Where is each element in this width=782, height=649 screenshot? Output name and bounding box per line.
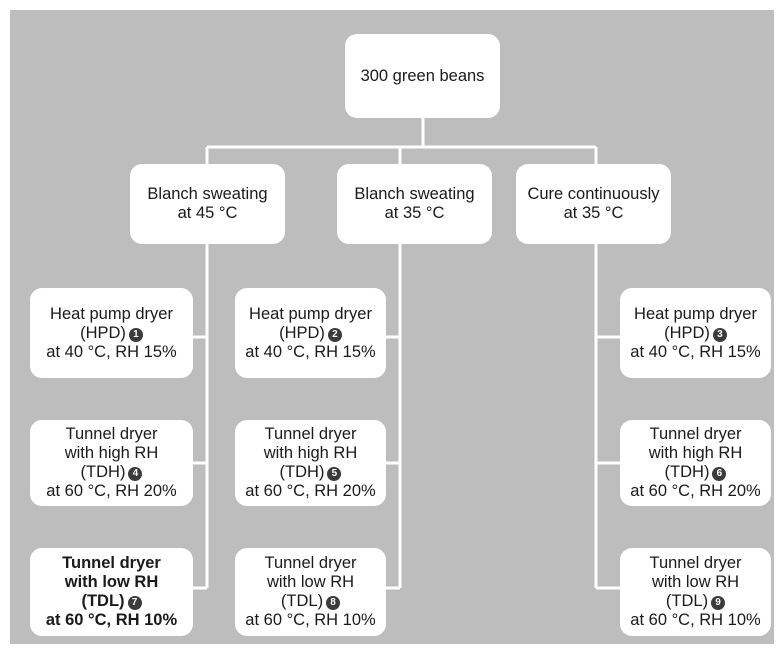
treatment-line: at 35 °C <box>384 204 445 222</box>
dryer-node-5: Tunnel dryer with high RH (TDH)5 at 60 °… <box>235 420 386 506</box>
dryer-line: (HPD) <box>279 323 325 342</box>
number-badge-icon: 6 <box>712 467 727 481</box>
dryer-line: Tunnel dryer <box>264 425 357 443</box>
number-badge-icon: 4 <box>128 467 143 481</box>
treatment-line: at 35 °C <box>563 204 624 222</box>
dryer-node-6: Tunnel dryer with high RH (TDH)6 at 60 °… <box>620 420 771 506</box>
treatment-line: at 45 °C <box>177 204 238 222</box>
dryer-line: with low RH <box>266 573 355 591</box>
dryer-node-3: Heat pump dryer (HPD)3 at 40 °C, RH 15% <box>620 288 771 378</box>
dryer-line: at 40 °C, RH 15% <box>46 342 177 361</box>
dryer-line: (TDH) <box>80 463 126 481</box>
dryer-line: (TDH) <box>664 463 710 481</box>
dryer-node-7: Tunnel dryer with low RH (TDL)7 at 60 °C… <box>30 548 193 636</box>
treatment-node-3: Cure continuously at 35 °C <box>516 164 671 244</box>
root-node: 300 green beans <box>345 34 500 118</box>
number-badge-icon: 2 <box>327 327 342 342</box>
dryer-line: at 60 °C, RH 10% <box>630 611 761 629</box>
dryer-line: at 60 °C, RH 10% <box>45 611 178 629</box>
dryer-line: at 60 °C, RH 10% <box>245 611 376 629</box>
number-badge-icon: 3 <box>712 327 727 342</box>
treatment-line: Blanch sweating <box>147 185 268 203</box>
dryer-line: with high RH <box>64 444 159 462</box>
dryer-node-2: Heat pump dryer (HPD)2 at 40 °C, RH 15% <box>235 288 386 378</box>
dryer-line: (HPD) <box>80 323 126 342</box>
root-label: 300 green beans <box>360 66 485 85</box>
dryer-line: at 40 °C, RH 15% <box>245 342 376 361</box>
dryer-line: Heat pump dryer <box>249 304 372 323</box>
dryer-line: at 60 °C, RH 20% <box>630 482 761 500</box>
dryer-node-9: Tunnel dryer with low RH (TDL)9 at 60 °C… <box>620 548 771 636</box>
number-badge-icon: 5 <box>327 467 342 481</box>
dryer-line: Heat pump dryer <box>50 304 173 323</box>
dryer-line: Tunnel dryer <box>264 554 357 572</box>
dryer-node-1: Heat pump dryer (HPD)1 at 40 °C, RH 15% <box>30 288 193 378</box>
dryer-line: at 40 °C, RH 15% <box>630 342 761 361</box>
treatment-node-1: Blanch sweating at 45 °C <box>130 164 285 244</box>
dryer-line: with low RH <box>651 573 740 591</box>
dryer-line: Tunnel dryer <box>65 425 158 443</box>
number-badge-icon: 9 <box>711 596 726 610</box>
dryer-line: with high RH <box>263 444 358 462</box>
dryer-line: Tunnel dryer <box>649 554 742 572</box>
dryer-line: Tunnel dryer <box>649 425 742 443</box>
dryer-line: (TDH) <box>279 463 325 481</box>
number-badge-icon: 7 <box>127 596 142 610</box>
dryer-line: (TDL) <box>81 592 125 610</box>
treatment-line: Cure continuously <box>527 185 660 203</box>
dryer-line: Heat pump dryer <box>634 304 757 323</box>
dryer-node-4: Tunnel dryer with high RH (TDH)4 at 60 °… <box>30 420 193 506</box>
dryer-line: with high RH <box>648 444 743 462</box>
treatment-node-2: Blanch sweating at 35 °C <box>337 164 492 244</box>
number-badge-icon: 8 <box>326 596 341 610</box>
dryer-line: at 60 °C, RH 20% <box>245 482 376 500</box>
dryer-node-8: Tunnel dryer with low RH (TDL)8 at 60 °C… <box>235 548 386 636</box>
dryer-line: Tunnel dryer <box>62 554 161 572</box>
dryer-line: (TDL) <box>280 592 324 610</box>
dryer-line: at 60 °C, RH 20% <box>46 482 177 500</box>
dryer-line: (TDL) <box>665 592 709 610</box>
dryer-line: (HPD) <box>664 323 710 342</box>
dryer-line: with low RH <box>64 573 159 591</box>
number-badge-icon: 1 <box>128 327 143 342</box>
treatment-line: Blanch sweating <box>354 185 475 203</box>
